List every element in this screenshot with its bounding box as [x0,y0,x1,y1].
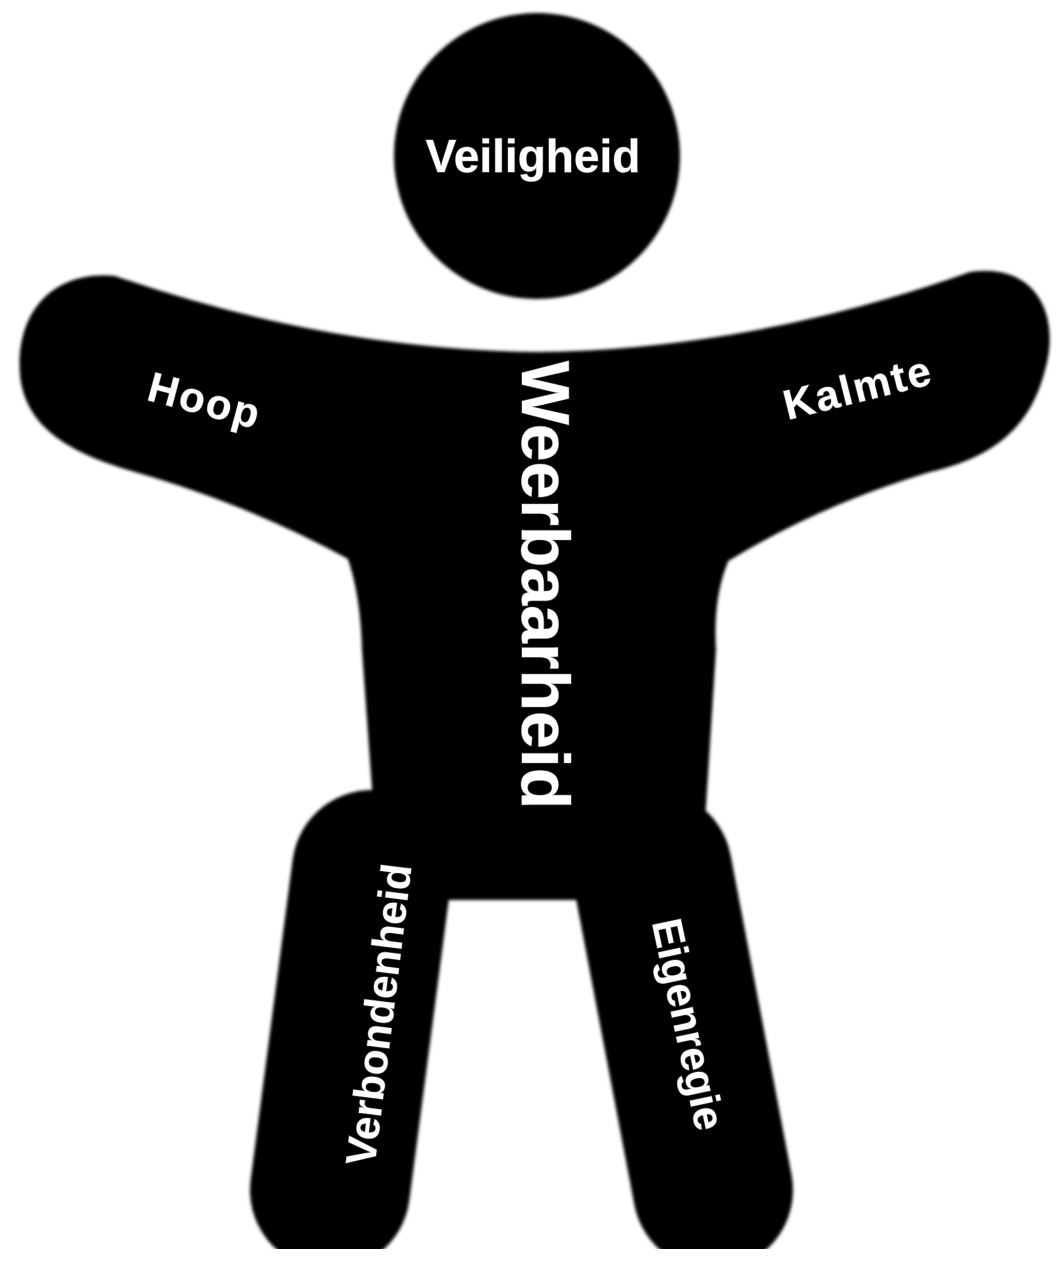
label-veiligheid: Veiligheid [426,130,641,182]
label-weerbaarheid: Weerbaarheid [507,361,583,809]
